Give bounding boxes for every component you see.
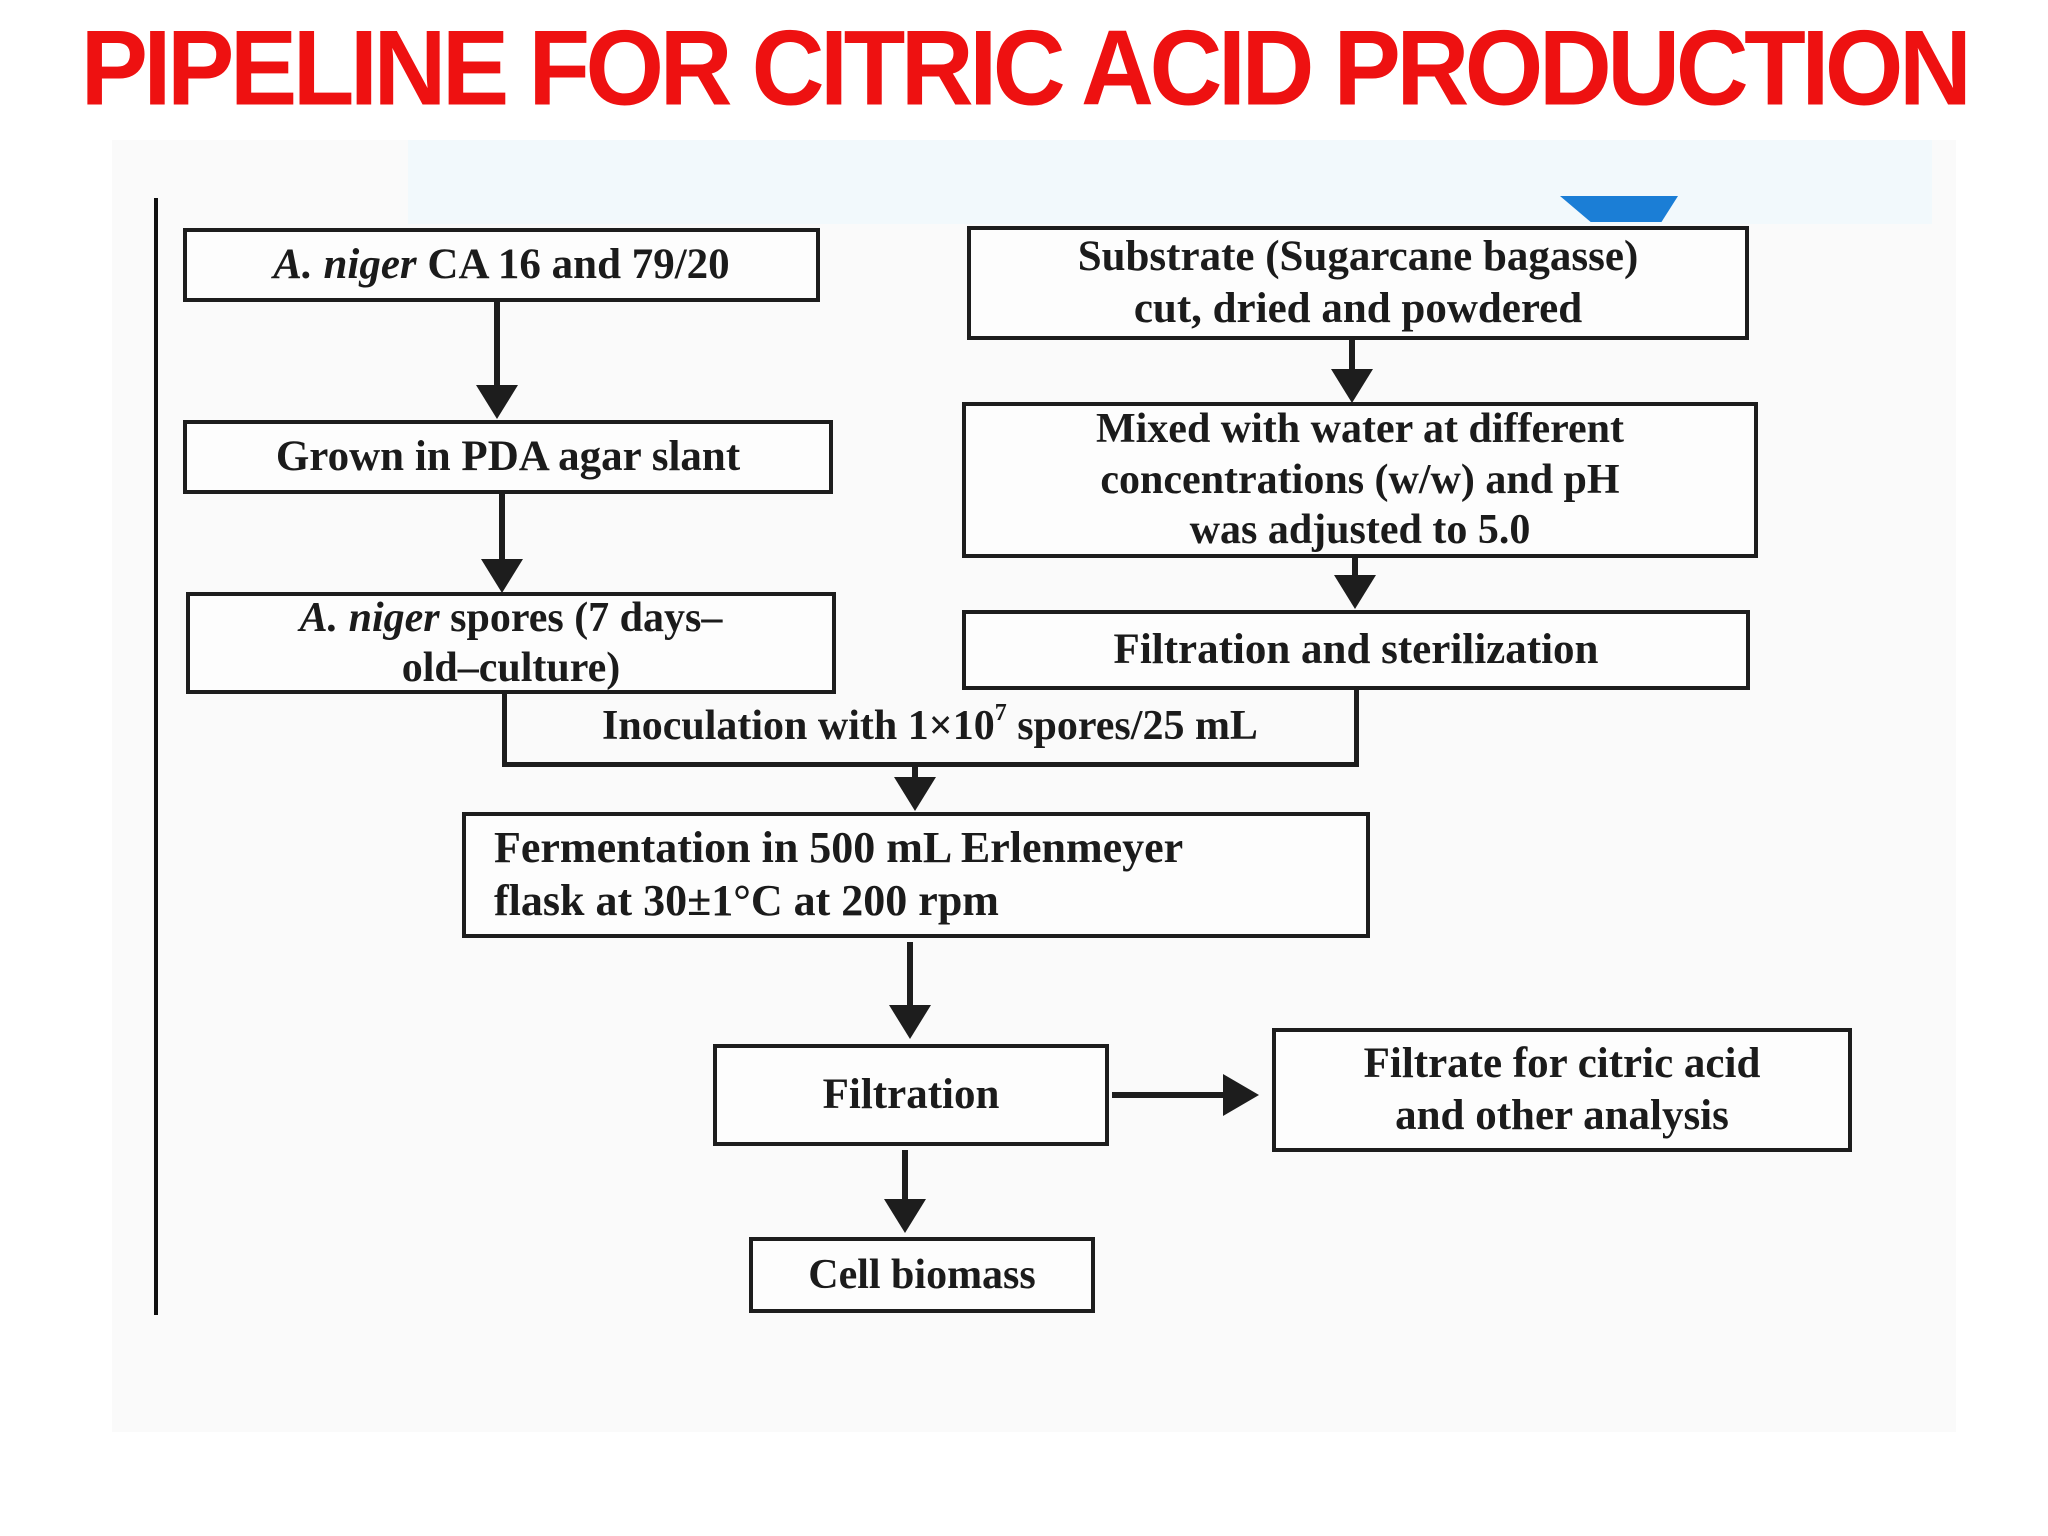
arrow-filtration-to-filtrate-icon [1112,1092,1224,1098]
node-mixed-line3: was adjusted to 5.0 [1189,507,1531,554]
node-spores-italic: A. niger [299,594,440,641]
node-substrate-line2: cut, dried and powdered [1133,285,1583,332]
node-filtration-sterilization: Filtration and sterilization [962,610,1750,690]
arrow-strain-to-grown-icon [494,302,500,386]
node-grown: Grown in PDA agar slant [183,420,833,494]
bracket-bottom-line [502,762,1359,767]
node-strain: A. niger CA 16 and 79/20 [183,228,820,302]
node-mixed-line2: concentrations (w/w) and pH [1100,456,1620,503]
node-substrate-line1: Substrate (Sugarcane bagasse) [1077,233,1639,281]
arrow-fermentation-to-filtration-icon [907,942,913,1006]
node-strain-rest: CA 16 and 79/20 [416,241,730,289]
node-spores-line1: A. niger spores (7 days– [300,593,723,643]
node-fermentation: Fermentation in 500 mL Erlenmeyer flask … [462,812,1370,938]
bracket-right-line [1354,690,1359,766]
inoculation-exponent: 7 [994,700,1007,726]
node-filtrate-line1: Filtrate for citric acid [1363,1040,1761,1088]
arrow-grown-to-spores-icon [499,494,505,560]
node-spores-rest: spores (7 days– [439,594,723,641]
node-spores: A. niger spores (7 days– old–culture) [186,592,836,694]
node-strain-text: A. niger CA 16 and 79/20 [273,239,729,291]
node-filtration: Filtration [713,1044,1109,1146]
arrow-substrate-to-mixed-icon [1349,340,1355,370]
node-substrate: Substrate (Sugarcane bagasse) cut, dried… [967,226,1749,340]
arrow-filtration-to-biomass-icon [902,1150,908,1200]
node-strain-italic: A. niger [273,241,417,289]
arrow-inoculation-to-fermentation-icon [912,767,918,778]
node-mixed: Mixed with water at different concentrat… [962,402,1758,558]
node-cell-biomass: Cell biomass [749,1237,1095,1313]
figure-background [112,140,1956,1432]
node-inoculation: Inoculation with 1×107 spores/25 mL [512,700,1348,750]
node-fermentation-line2: flask at 30±1°C at 200 rpm [494,876,999,925]
figure-left-rule [154,198,158,1315]
node-grown-text: Grown in PDA agar slant [275,433,741,481]
node-mixed-line1: Mixed with water at different [1096,406,1624,453]
bracket-left-line [502,692,507,766]
arrow-mixed-to-filtster-icon [1352,558,1358,576]
inoculation-suffix: spores/25 mL [1006,703,1258,749]
node-filtrate-line2: and other analysis [1395,1092,1729,1139]
slide-title: PIPELINE FOR CITRIC ACID PRODUCTION [80,9,1972,128]
figure-light-band [408,140,1932,224]
node-biomass-text: Cell biomass [808,1251,1036,1298]
node-filtster-text: Filtration and sterilization [1113,626,1599,674]
node-filtrate: Filtrate for citric acid and other analy… [1272,1028,1852,1152]
inoculation-prefix: Inoculation with 1×10 [602,703,995,749]
node-spores-line2: old–culture) [401,645,621,691]
node-fermentation-line1: Fermentation in 500 mL Erlenmeyer [494,823,1184,873]
node-filtration-text: Filtration [822,1071,1000,1119]
